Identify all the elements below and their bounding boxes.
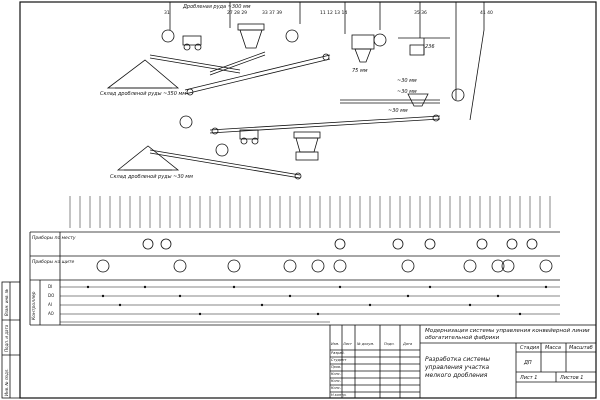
svg-text:27 28 29: 27 28 29 xyxy=(227,10,247,16)
role-7: Н.контр. xyxy=(331,393,347,397)
store-350-label: Склад дробленой руды ~350 мм xyxy=(100,91,187,97)
flow-30b-label: ~30 мм xyxy=(397,89,417,95)
svg-text:33 37 39: 33 37 39 xyxy=(262,10,282,16)
margin-sign-date: Подп. и дата xyxy=(4,324,9,352)
conveyor-1 xyxy=(149,54,241,71)
hdr-doc: № докум. xyxy=(357,342,375,346)
ore-label: Дробленая руда ~300 мм xyxy=(183,4,251,10)
hdr-list: Лист xyxy=(343,342,352,346)
margin-inv-dup: Взам. инв. № xyxy=(4,288,9,316)
loader-top xyxy=(182,35,202,46)
left-margin-stamp xyxy=(1,281,21,399)
hdr-izm: Изм. xyxy=(331,342,340,346)
role-5: Конс. xyxy=(331,379,341,383)
flow-75-label: 75 мм xyxy=(352,68,368,74)
matrix-row-panel: Приборы на щите xyxy=(32,260,75,265)
hdr-sign: Подп. xyxy=(384,342,395,346)
crusher-right xyxy=(351,34,375,50)
margin-inv-no: Инв. № подл. xyxy=(4,368,9,396)
conveyor-2 xyxy=(184,54,331,91)
store-30-label: Склад дробленой руды ~30 мм xyxy=(110,174,193,180)
ore-pile-30 xyxy=(116,145,180,171)
process-plan xyxy=(106,2,485,180)
col-scale: Масштаб xyxy=(569,345,593,351)
stage-value: ДП xyxy=(524,360,532,366)
role-2: Студент xyxy=(331,358,347,362)
svg-text:31: 31 xyxy=(164,10,170,16)
matrix-row-controller: Контроллер xyxy=(32,291,37,321)
sheets-label: Листов 1 xyxy=(560,375,584,381)
flow-30a-label: ~30 мм xyxy=(397,78,417,84)
crusher-lower xyxy=(295,137,319,153)
hdr-date: Дата xyxy=(403,342,413,346)
role-1: Разраб. xyxy=(331,351,345,355)
svg-text:11 12 13 14: 11 12 13 14 xyxy=(320,10,347,16)
doc-title: Разработка системы управления участка ме… xyxy=(425,356,490,379)
loader-lower xyxy=(239,129,259,140)
svg-text:35 36: 35 36 xyxy=(414,10,427,16)
port-di: DI xyxy=(48,284,53,289)
role-3: Пров. xyxy=(331,365,342,369)
cable-lines xyxy=(69,196,551,228)
port-ao: AO xyxy=(48,311,54,316)
conveyor-6 xyxy=(149,149,301,176)
main-title: Модернизация системы управления конвейер… xyxy=(425,328,590,341)
mark-236: 236 xyxy=(425,44,435,50)
col-stage: Стадия xyxy=(520,345,540,351)
port-ai: AI xyxy=(48,302,52,307)
bin-30 xyxy=(407,93,429,107)
conveyor-5 xyxy=(209,115,441,131)
role-6: Конс. xyxy=(331,386,341,390)
hopper-top xyxy=(239,29,263,49)
bin-right xyxy=(409,44,425,56)
col-mass: Масса xyxy=(545,345,561,351)
matrix-row-field: Приборы по месту xyxy=(32,236,76,241)
flow-30c-label: ~30 мм xyxy=(388,108,408,114)
sheet-frame xyxy=(19,1,597,399)
instrument-matrix xyxy=(29,231,560,326)
role-4: Конс. xyxy=(331,372,341,376)
ore-pile-350 xyxy=(106,59,180,89)
plan-numbers: 31 27 28 29 33 37 39 11 12 13 14 35 36 4… xyxy=(164,10,493,16)
sheet-label: Лист 1 xyxy=(520,375,538,381)
svg-text:41 40: 41 40 xyxy=(480,10,493,16)
title-block xyxy=(329,324,597,399)
port-do: DO xyxy=(48,293,55,298)
